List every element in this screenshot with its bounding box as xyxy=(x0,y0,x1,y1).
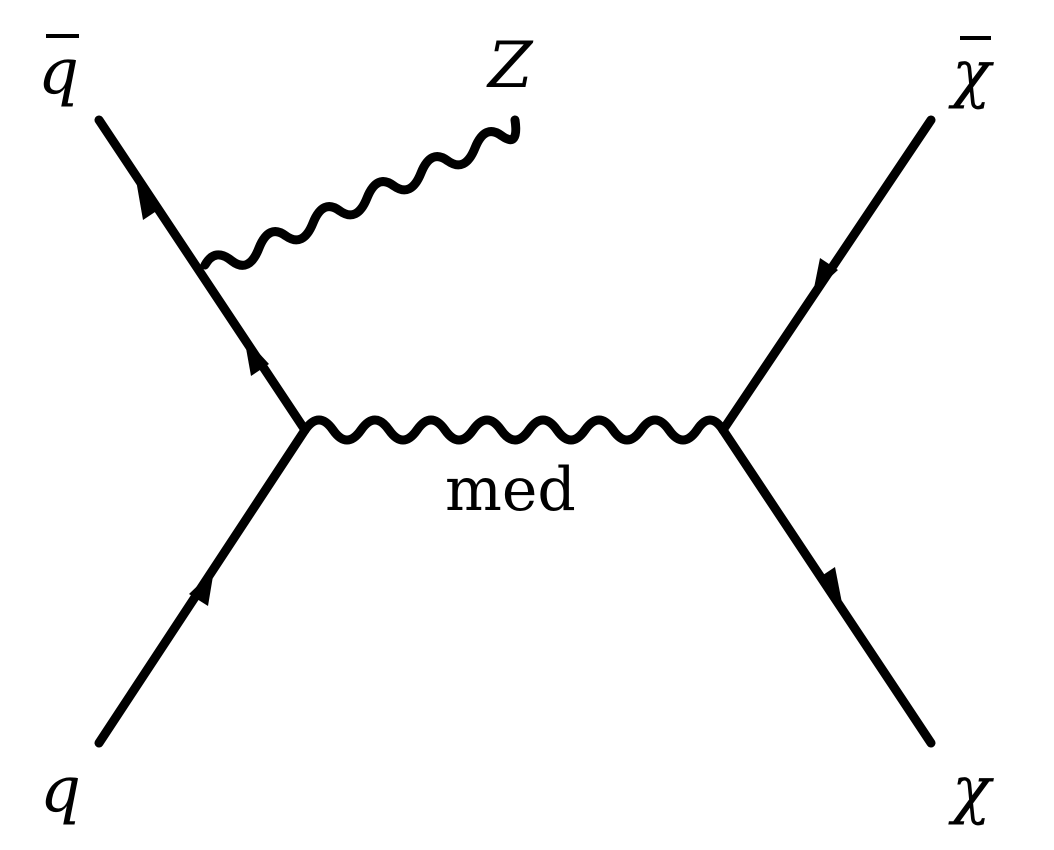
chi-symbol: χ xyxy=(952,753,991,827)
mediator-text: med xyxy=(445,455,576,525)
quark-symbol: q xyxy=(40,753,81,827)
z-boson-label: Z xyxy=(488,34,532,98)
quark-label: q xyxy=(40,758,81,822)
antiquark-label: q xyxy=(38,34,79,109)
antiquark-symbol: q xyxy=(38,34,79,109)
antichi-label: χ xyxy=(952,36,991,111)
arrow-outgoing-antiquark-upper xyxy=(136,180,161,220)
chi-label: χ xyxy=(952,758,991,822)
arrow-outgoing-antiquark-lower xyxy=(244,337,269,376)
outgoing-antiquark-line xyxy=(94,115,310,435)
z-symbol: Z xyxy=(488,29,533,103)
arrow-outgoing-chi xyxy=(817,567,842,603)
mediator-propagator xyxy=(300,415,728,445)
arrow-incoming-antichi xyxy=(813,258,838,293)
arrow-incoming-quark xyxy=(189,570,214,606)
mediator-label: med xyxy=(445,460,576,520)
antichi-symbol: χ xyxy=(952,36,991,111)
z-boson-line xyxy=(200,115,521,270)
